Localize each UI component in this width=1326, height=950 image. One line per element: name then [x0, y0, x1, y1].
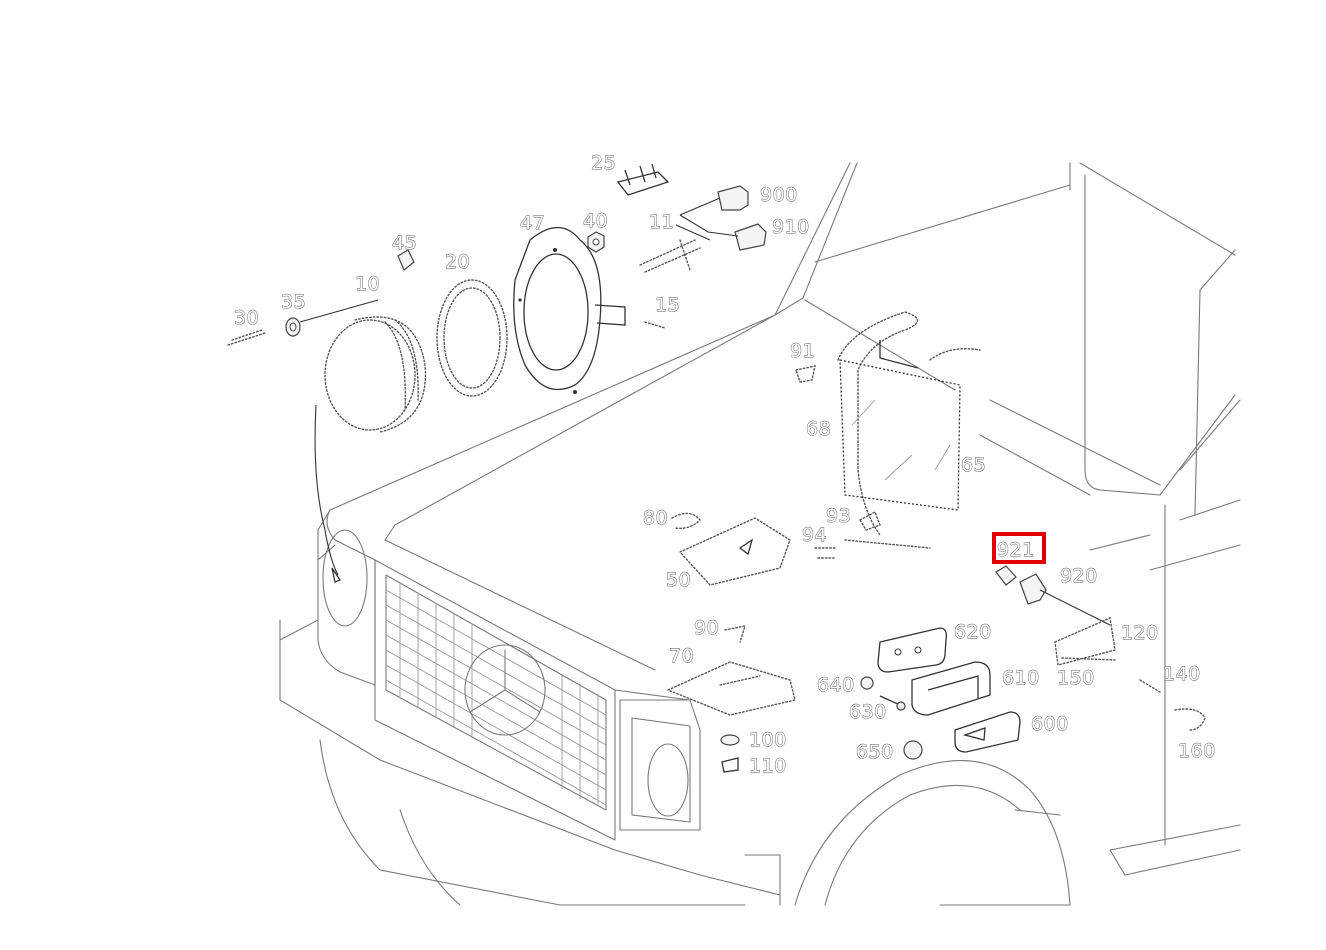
- label-600: 600: [1031, 713, 1069, 735]
- part-labels: 25 900 11 910 47 40 45 20 15 35 10 30 91…: [234, 152, 1216, 778]
- label-45: 45: [392, 232, 417, 254]
- fender-liner-assembly: [671, 311, 981, 586]
- label-68: 68: [806, 418, 831, 440]
- label-921: 921: [997, 539, 1035, 561]
- vehicle-outline: [279, 162, 1241, 906]
- label-30: 30: [234, 307, 259, 329]
- label-40: 40: [583, 210, 608, 232]
- label-920: 920: [1060, 565, 1098, 587]
- highlight-box-921: [992, 532, 1046, 564]
- label-150: 150: [1057, 667, 1095, 689]
- leader-lines: [299, 197, 739, 323]
- headlamp-assembly: [227, 163, 767, 583]
- label-620: 620: [954, 621, 992, 643]
- label-80: 80: [643, 507, 668, 529]
- label-25: 25: [591, 152, 616, 174]
- label-65: 65: [961, 454, 986, 476]
- label-20: 20: [445, 251, 470, 273]
- label-94: 94: [802, 524, 827, 546]
- label-900: 900: [760, 184, 798, 206]
- label-630: 630: [849, 701, 887, 723]
- label-35: 35: [281, 291, 306, 313]
- label-91: 91: [790, 340, 815, 362]
- label-11: 11: [649, 211, 674, 233]
- indicator-lamp-assembly: [666, 565, 1206, 773]
- label-100: 100: [749, 729, 787, 751]
- label-15: 15: [655, 294, 680, 316]
- label-90: 90: [694, 617, 719, 639]
- label-910: 910: [772, 216, 810, 238]
- label-93: 93: [826, 505, 851, 527]
- label-50: 50: [666, 569, 691, 591]
- label-160: 160: [1178, 740, 1216, 762]
- label-140: 140: [1163, 663, 1201, 685]
- label-70: 70: [669, 645, 694, 667]
- label-10: 10: [355, 273, 380, 295]
- label-650: 650: [856, 741, 894, 763]
- label-120: 120: [1121, 622, 1159, 644]
- label-47: 47: [520, 212, 545, 234]
- label-640: 640: [817, 674, 855, 696]
- label-610: 610: [1002, 667, 1040, 689]
- label-110: 110: [749, 755, 787, 777]
